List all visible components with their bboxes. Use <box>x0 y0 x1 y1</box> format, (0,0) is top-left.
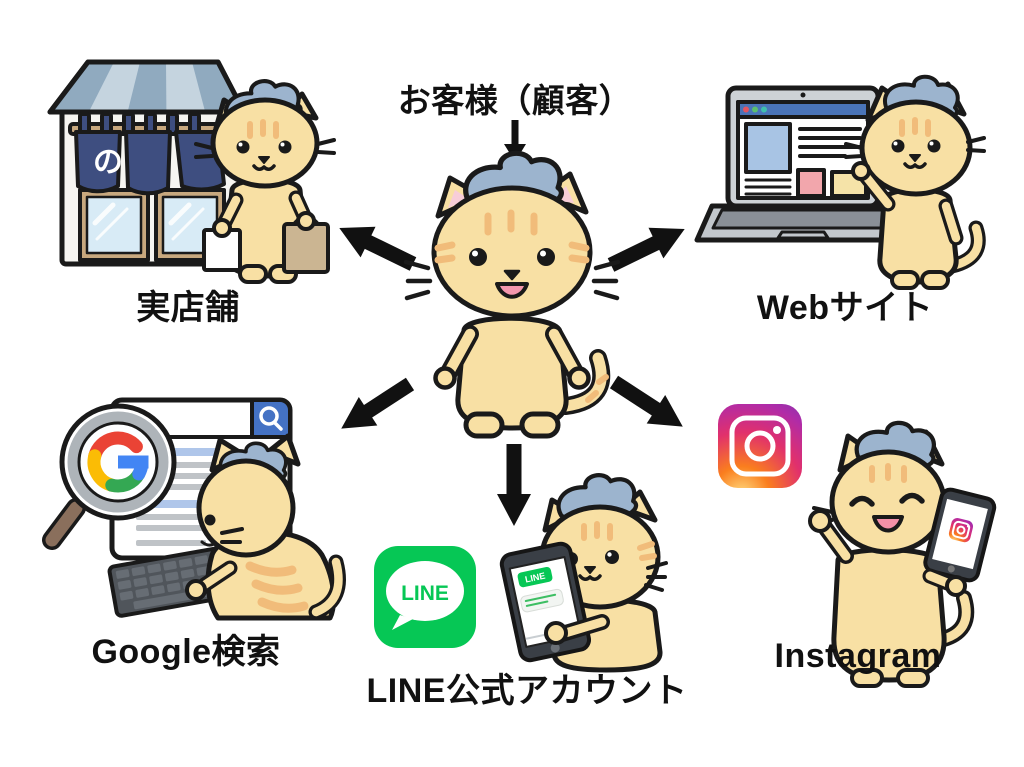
line-illustration: LINE LINE <box>374 471 668 673</box>
store-cat <box>194 76 336 284</box>
noren-character: の <box>93 146 123 179</box>
label-instagram: Instagram <box>774 637 942 675</box>
instagram-cat <box>808 420 975 688</box>
label-website: Webサイト <box>756 289 934 327</box>
arrow-to-store <box>331 212 421 280</box>
arrow-to-website <box>603 213 693 281</box>
instagram-app-icon <box>718 404 802 488</box>
customer-title: お客様（顧客） <box>397 82 633 119</box>
search-button <box>250 398 292 439</box>
google-search-illustration <box>42 397 346 621</box>
label-store: 実店舗 <box>136 289 240 327</box>
website-illustration <box>694 73 986 290</box>
customer-cat <box>403 151 621 439</box>
shopping-bag-tan <box>282 214 330 274</box>
google-g-logo <box>87 431 149 493</box>
laptop <box>694 85 911 243</box>
label-google: Google検索 <box>91 633 281 671</box>
line-icon-text: LINE <box>401 582 449 605</box>
website-cat <box>844 73 986 290</box>
line-app-icon: LINE <box>374 546 476 648</box>
instagram-cat-paw <box>945 575 967 597</box>
store-window <box>78 188 226 262</box>
search-magnifier-icon <box>259 406 283 431</box>
arrow-to-google <box>331 369 420 443</box>
label-line: LINE公式アカウント <box>366 672 688 710</box>
line-phone-text: LINE <box>524 571 546 585</box>
arrow-to-instagram <box>604 367 693 441</box>
instagram-phone <box>923 487 997 583</box>
instagram-illustration <box>718 404 997 688</box>
line-cat-paw <box>544 621 568 645</box>
magnifier-with-google-logo <box>42 403 177 550</box>
arrow-to-line <box>497 444 531 526</box>
google-cat <box>185 433 346 621</box>
store-illustration: の <box>47 59 336 284</box>
noren-curtain <box>74 112 226 196</box>
